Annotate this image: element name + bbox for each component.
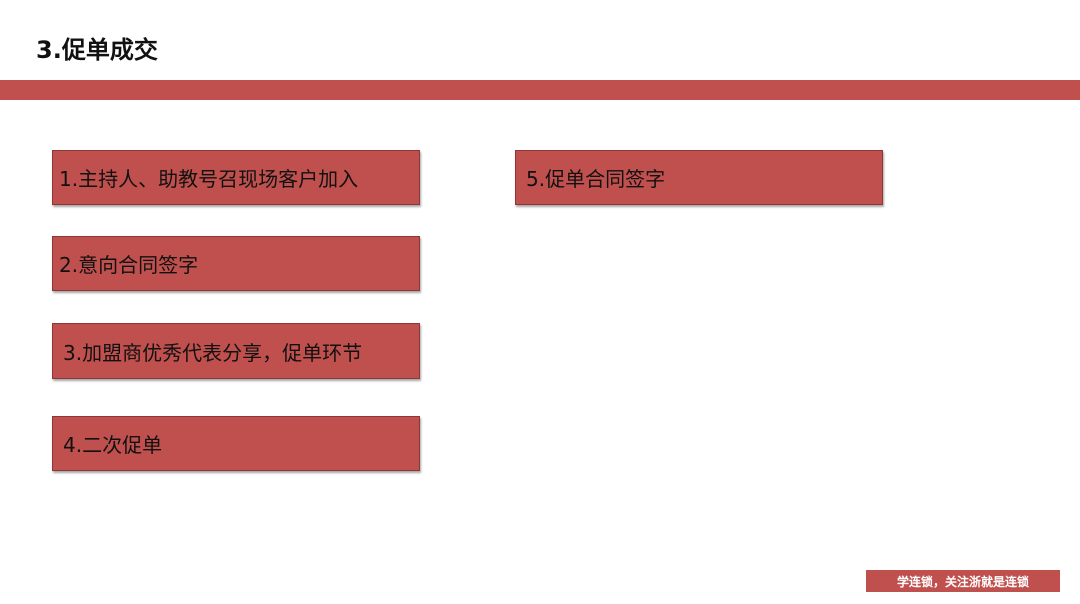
title-divider-bar [0,80,1080,100]
step-box-4: 4.二次促单 [52,416,420,471]
step-box-5: 5.促单合同签字 [515,150,883,205]
slide-title: 3.促单成交 [36,36,158,64]
footer-tag: 学连锁，关注浙就是连锁 [866,570,1060,592]
step-box-2: 2.意向合同签字 [52,236,420,291]
step-box-3: 3.加盟商优秀代表分享，促单环节 [52,323,420,379]
step-box-1: 1.主持人、助教号召现场客户加入 [52,150,420,205]
